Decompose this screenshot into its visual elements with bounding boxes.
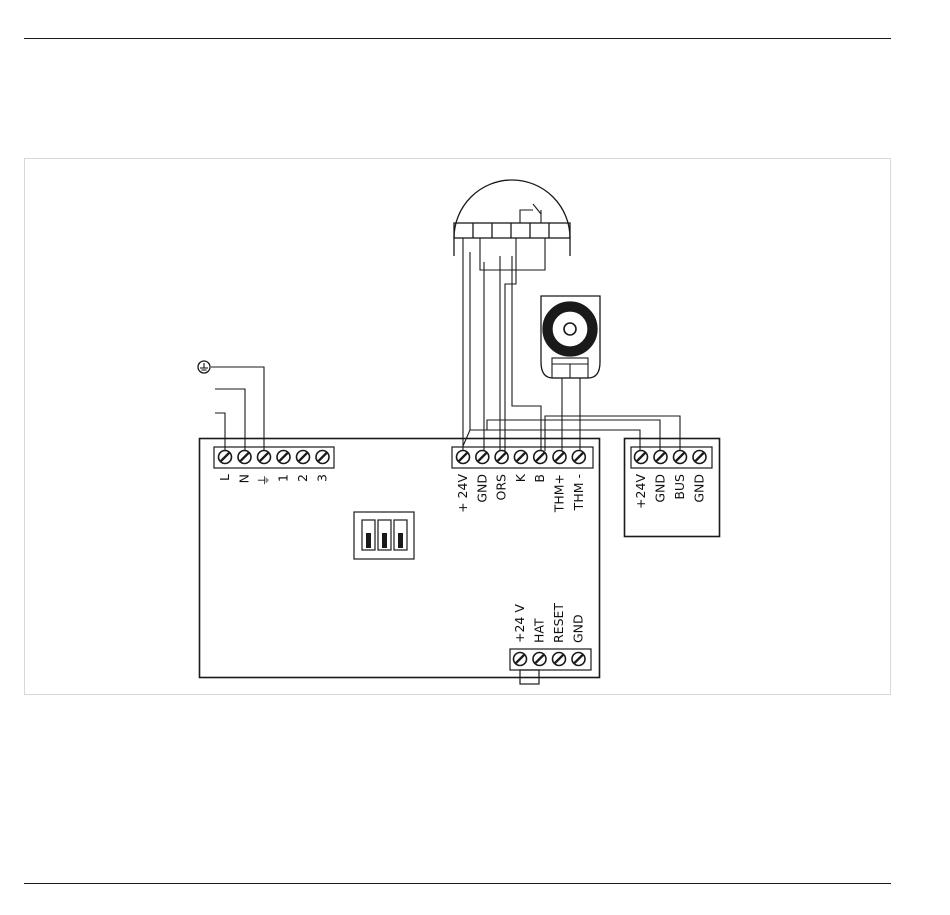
terminal-screw-sensor [457, 451, 470, 464]
figure-frame [25, 159, 891, 695]
terminal-screw-bottom [533, 653, 546, 666]
terminal-screw-bottom [514, 653, 527, 666]
earth-icon [198, 361, 210, 373]
terminal-label-mains: ⏚ [256, 474, 271, 487]
magnet-unit [541, 296, 600, 451]
terminal-screw-mains [219, 451, 232, 464]
terminal-label-bottom: +24 V [512, 604, 527, 643]
terminal-label-bottom: HAT [532, 618, 547, 643]
terminal-label-sensor: + 24V [455, 474, 470, 513]
terminal-label-sensor: ORS [494, 474, 509, 501]
terminal-label-sensor: B [532, 474, 547, 483]
dip-switch-cell [362, 520, 375, 550]
terminal-screw-bus [693, 451, 706, 464]
terminal-screw-bus [654, 451, 667, 464]
terminal-screw-mains [316, 451, 329, 464]
terminal-label-mains: 3 [315, 474, 330, 482]
terminal-label-mains: 2 [295, 474, 310, 482]
terminal-screw-mains [258, 451, 271, 464]
terminal-screw-sensor [476, 451, 489, 464]
terminal-label-bus: +24V [633, 474, 648, 509]
terminal-label-mains: L [217, 474, 232, 481]
terminal-screw-bottom [553, 653, 566, 666]
terminal-label-sensor: K [513, 473, 528, 482]
terminal-label-bottom: GND [571, 614, 586, 643]
terminal-screw-sensor [495, 451, 508, 464]
terminal-label-sensor: THM+ [552, 474, 567, 513]
terminal-label-bottom: RESET [551, 603, 566, 643]
terminal-screw-mains [238, 451, 251, 464]
dip-switch [354, 512, 414, 559]
terminal-label-mains: 1 [276, 474, 291, 482]
terminal-screw-sensor [534, 451, 547, 464]
terminal-screw-sensor [572, 451, 585, 464]
dip-switch-cell [378, 520, 391, 550]
terminal-screw-mains [297, 451, 310, 464]
terminal-screw-bottom [572, 653, 585, 666]
terminal-label-bus: GND [692, 474, 707, 503]
terminal-screw-bus [635, 451, 648, 464]
terminal-label-mains: N [237, 474, 252, 483]
terminal-screw-mains [277, 451, 290, 464]
terminal-label-bus: BUS [672, 474, 687, 500]
terminal-label-bus: GND [653, 474, 668, 503]
terminal-screw-sensor [514, 451, 527, 464]
terminal-screw-bus [674, 451, 687, 464]
terminal-screw-sensor [553, 451, 566, 464]
dip-switch-cell [394, 520, 407, 550]
terminal-label-sensor: THM - [571, 474, 586, 511]
terminal-label-sensor: GND [474, 474, 489, 503]
